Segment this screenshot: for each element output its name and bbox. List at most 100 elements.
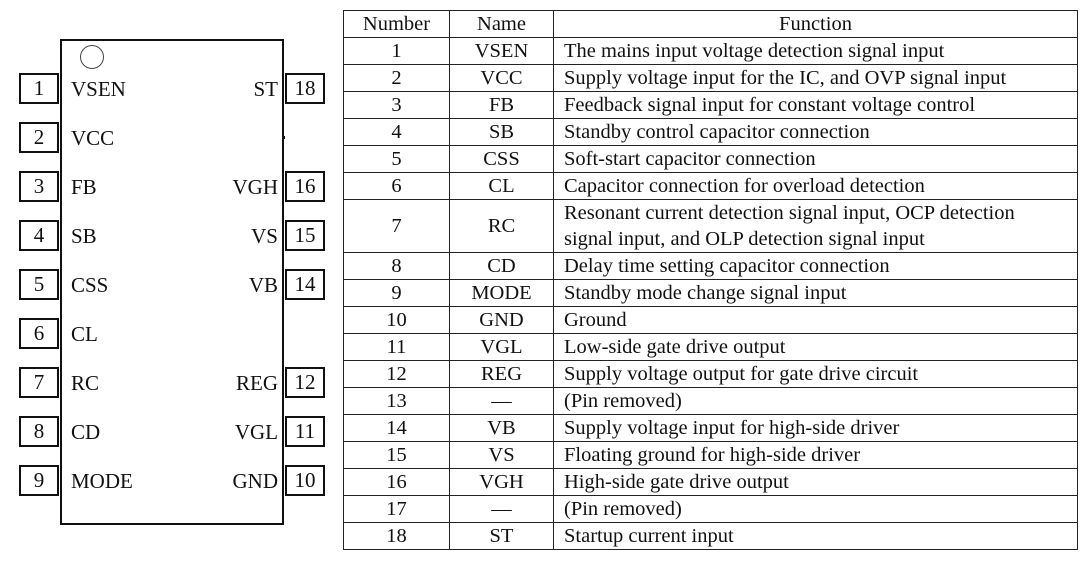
pin-label-4: SB [71, 224, 97, 248]
pin-number: 10 [343, 306, 450, 334]
pin1-indicator-mark [80, 45, 104, 69]
pin-box-12: 12 [285, 367, 325, 398]
pin-box-11: 11 [285, 416, 325, 447]
pin-label-3: FB [71, 175, 97, 199]
pin-function: (Pin removed) [553, 495, 1078, 523]
pin-name: VGL [449, 333, 554, 361]
pin-function: (Pin removed) [553, 387, 1078, 415]
pin-function: Supply voltage output for gate drive cir… [553, 360, 1078, 388]
pin-number: 11 [343, 333, 450, 361]
pin-function: Floating ground for high-side driver [553, 441, 1078, 469]
pin-name: MODE [449, 279, 554, 307]
pin-number: 12 [343, 360, 450, 388]
pin-name: — [449, 387, 554, 415]
pin-number: 18 [343, 522, 450, 550]
pin-function: Resonant current detection signal input,… [553, 199, 1078, 253]
pin-name: VSEN [449, 37, 554, 65]
pin-label-18: ST [253, 77, 278, 101]
pin-number: 2 [343, 64, 450, 92]
pin-label-15: VS [251, 224, 278, 248]
pin-number: 3 [343, 91, 450, 119]
table-row: 13—(Pin removed) [343, 387, 1078, 415]
pin-function: Feedback signal input for constant volta… [553, 91, 1078, 119]
ic-package-diagram: 1 VSEN 2 VCC 3 FB 4 SB 5 CSS 6 CL 7 RC 8… [0, 0, 340, 566]
pin-name: — [449, 495, 554, 523]
pin-function: Supply voltage input for the IC, and OVP… [553, 64, 1078, 92]
header-name: Name [449, 10, 554, 38]
pin-box-16: 16 [285, 171, 325, 202]
pin-function: Capacitor connection for overload detect… [553, 172, 1078, 200]
pin-name: CD [449, 252, 554, 280]
pin-name: VS [449, 441, 554, 469]
pin-label-6: CL [71, 322, 98, 346]
pin-name: RC [449, 199, 554, 253]
removed-pin-17-mark [282, 136, 285, 139]
pin-box-1: 1 [19, 73, 59, 104]
pin-label-5: CSS [71, 273, 109, 297]
pin-number: 15 [343, 441, 450, 469]
pin-function: Startup current input [553, 522, 1078, 550]
pin-box-15: 15 [285, 220, 325, 251]
ic-body [60, 39, 284, 525]
pin-number: 6 [343, 172, 450, 200]
pin-label-12: REG [236, 371, 278, 395]
pin-box-14: 14 [285, 269, 325, 300]
pin-number: 16 [343, 468, 450, 496]
header-number: Number [343, 10, 450, 38]
pin-name: VCC [449, 64, 554, 92]
pin-name: SB [449, 118, 554, 146]
pin-name: CSS [449, 145, 554, 173]
pin-box-9: 9 [19, 465, 59, 496]
pin-number: 5 [343, 145, 450, 173]
pin-label-11: VGL [234, 420, 278, 444]
pin-name: VGH [449, 468, 554, 496]
pin-label-10: GND [232, 469, 279, 493]
pin-number: 13 [343, 387, 450, 415]
pin-name: VB [449, 414, 554, 442]
pin-box-3: 3 [19, 171, 59, 202]
pin-function: The mains input voltage detection signal… [553, 37, 1078, 65]
pin-label-7: RC [71, 371, 100, 395]
pin-name: FB [449, 91, 554, 119]
pin-number: 1 [343, 37, 450, 65]
pin-number: 7 [343, 199, 450, 253]
pin-function: Standby mode change signal input [553, 279, 1078, 307]
table-row: 17—(Pin removed) [343, 495, 1078, 523]
pin-function: Supply voltage input for high-side drive… [553, 414, 1078, 442]
pin-name: CL [449, 172, 554, 200]
pin-box-8: 8 [19, 416, 59, 447]
pin-number: 4 [343, 118, 450, 146]
pin-box-4: 4 [19, 220, 59, 251]
pin-function: High-side gate drive output [553, 468, 1078, 496]
pin-label-1: VSEN [71, 77, 126, 101]
pin-label-2: VCC [71, 126, 115, 150]
pin-name: ST [449, 522, 554, 550]
pin-function: Ground [553, 306, 1078, 334]
pin-label-9: MODE [71, 469, 133, 493]
pin-function: Low-side gate drive output [553, 333, 1078, 361]
pin-function: Soft-start capacitor connection [553, 145, 1078, 173]
pin-box-2: 2 [19, 122, 59, 153]
pin-number: 9 [343, 279, 450, 307]
pin-number: 17 [343, 495, 450, 523]
pin-number: 14 [343, 414, 450, 442]
pin-label-8: CD [71, 420, 101, 444]
table-header-row: Number Name Function [343, 10, 1078, 38]
pin-box-7: 7 [19, 367, 59, 398]
